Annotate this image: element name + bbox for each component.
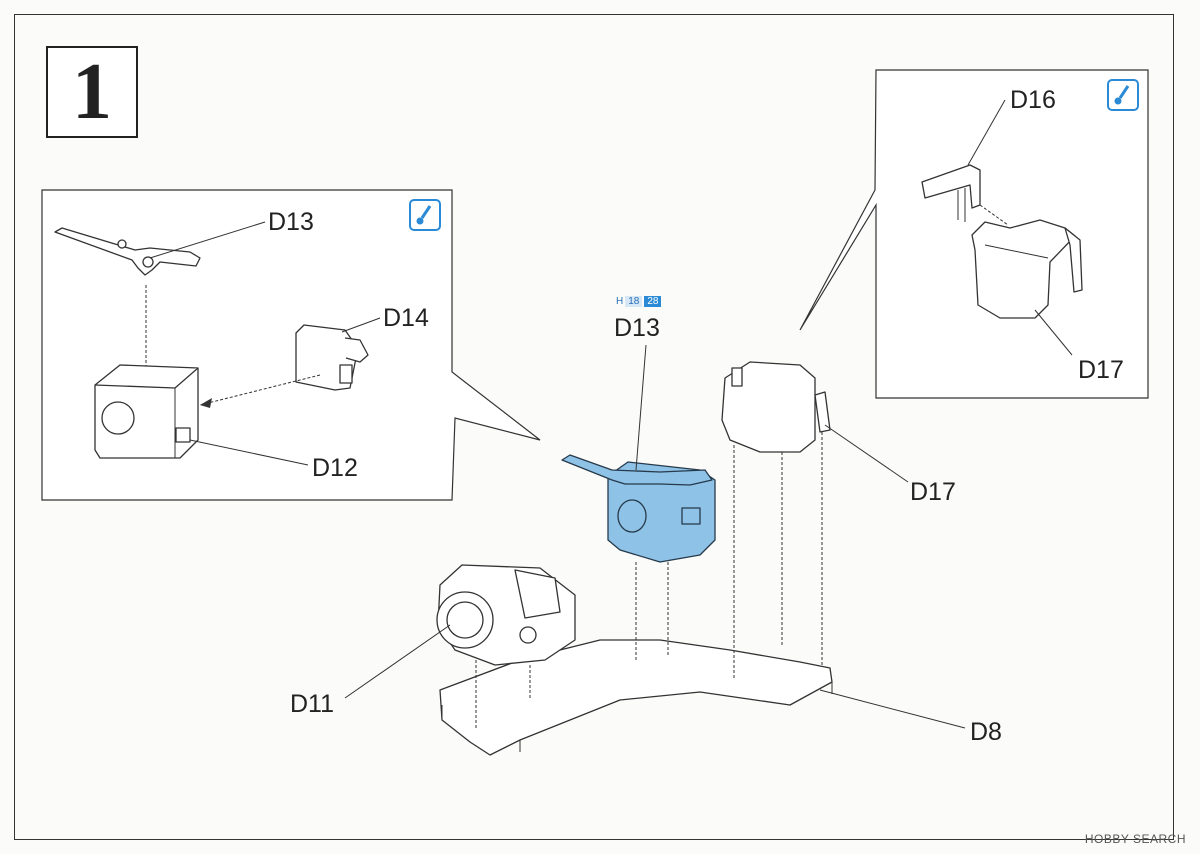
part-d11 (436, 564, 576, 666)
label-d13-main: D13 (614, 314, 660, 342)
watermark: HOBBY SEARCH (1084, 832, 1186, 846)
label-d12: D12 (312, 454, 358, 482)
paint-brush-icon (1107, 79, 1139, 111)
part-d17-inset (971, 219, 1083, 319)
paint-code-18: 18 (625, 296, 643, 307)
part-d12-block (94, 364, 199, 459)
label-d14: D14 (383, 304, 429, 332)
part-d17-main (721, 361, 831, 453)
label-d8: D8 (970, 718, 1002, 746)
part-d8-base (439, 639, 833, 756)
label-d17-main: D17 (910, 478, 956, 506)
paint-code-28: 28 (644, 296, 662, 307)
step-number-box: 1 (46, 46, 138, 138)
step-number: 1 (72, 48, 112, 136)
paint-brush-icon (409, 199, 441, 231)
part-d16 (921, 164, 981, 222)
part-d14 (295, 324, 369, 391)
part-d13-highlighted (561, 454, 716, 563)
paint-code-prefix: H (616, 296, 624, 307)
instruction-frame (14, 14, 1174, 840)
part-d13-lever (54, 227, 201, 276)
label-d16: D16 (1010, 86, 1056, 114)
label-d11: D11 (290, 690, 334, 718)
label-d17-inset: D17 (1078, 356, 1124, 384)
paint-code: H 18 28 (616, 296, 662, 307)
label-d13-inset: D13 (268, 208, 314, 236)
